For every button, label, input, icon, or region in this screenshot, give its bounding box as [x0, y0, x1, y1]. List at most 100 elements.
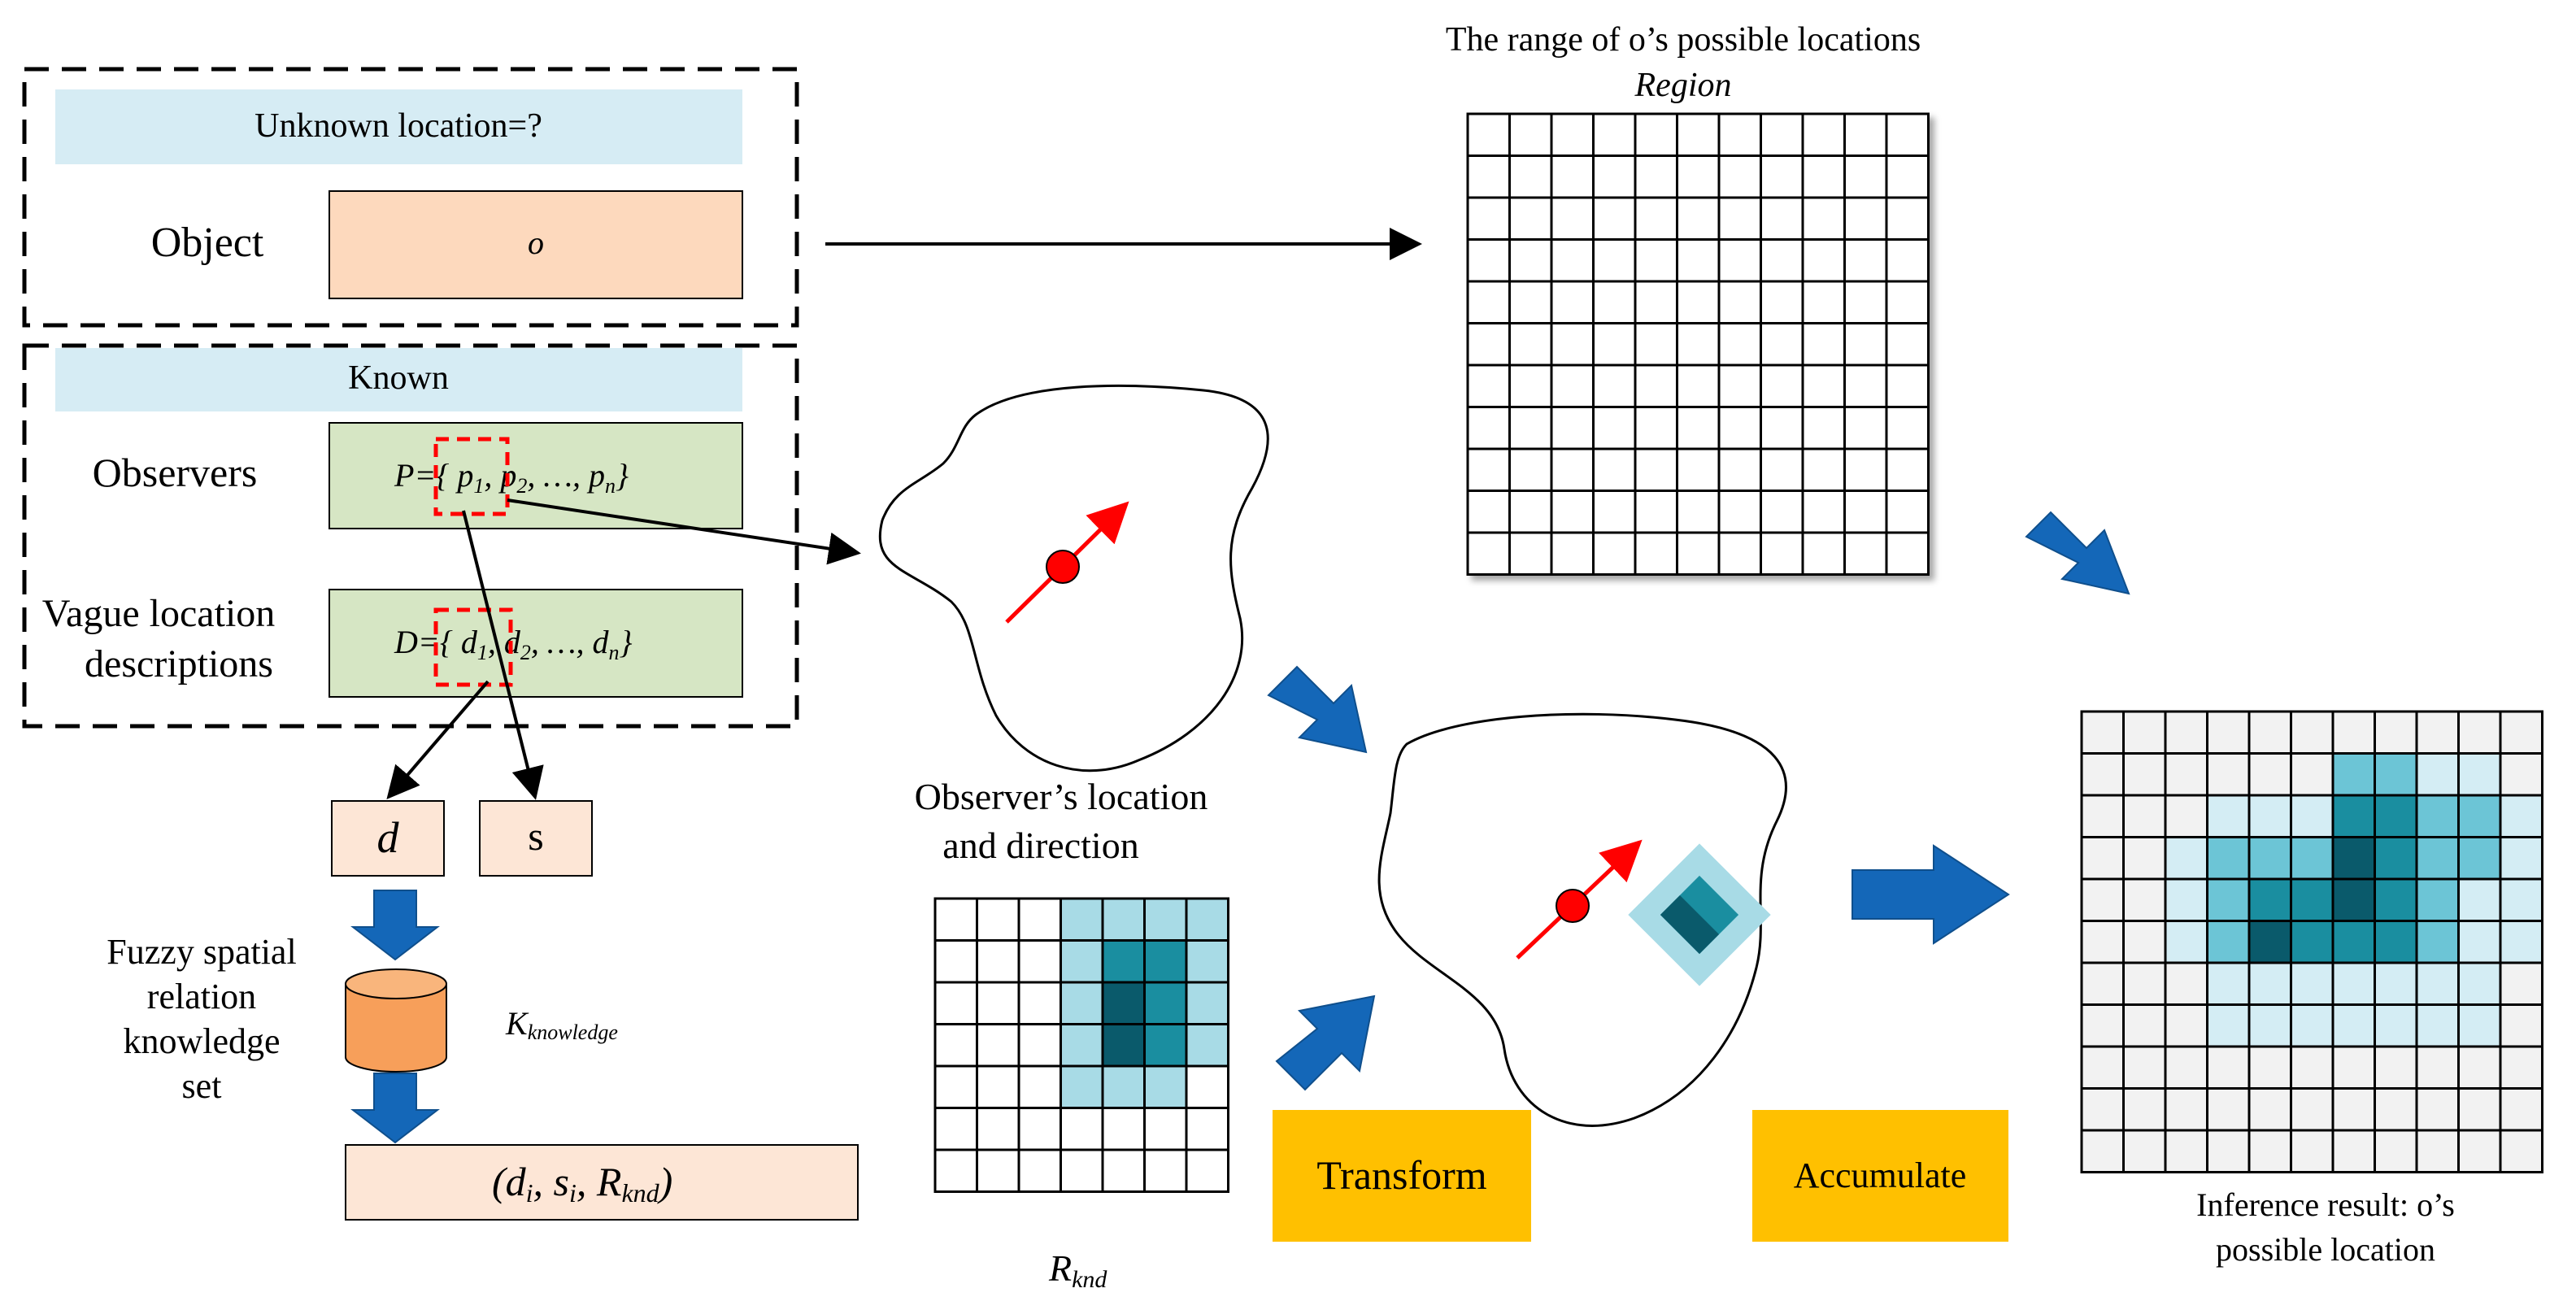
- arrow-d1-to-d: [386, 680, 490, 800]
- result-grid-cell: [2374, 1087, 2418, 1132]
- rknd-grid-cell: [933, 1148, 978, 1193]
- region-grid-cell: [1634, 112, 1678, 157]
- region-grid-cell: [1676, 363, 1721, 408]
- rknd-grid-cell: [976, 939, 1020, 984]
- result-grid-cell: [2206, 836, 2251, 881]
- observer-p1-highlight: [433, 437, 510, 516]
- extract-d-box: [331, 800, 445, 877]
- region-grid-cell: [1550, 238, 1595, 283]
- rknd-grid-cell: [1185, 1107, 1229, 1151]
- known-header-text: Known: [348, 359, 449, 397]
- region-grid-cell: [1592, 363, 1637, 408]
- result-grid-cell: [2374, 920, 2418, 964]
- region-grid-cell: [1592, 280, 1637, 324]
- result-grid-cell: [2206, 752, 2251, 797]
- result-grid-cell: [2457, 920, 2502, 964]
- result-grid-cell: [2164, 877, 2208, 922]
- rknd-grid-cell: [1017, 1148, 1062, 1193]
- result-grid-cell: [2247, 877, 2292, 922]
- result-grid-cell: [2374, 836, 2418, 881]
- region-grid-cell: [1508, 155, 1553, 199]
- region-grid-cell: [1717, 322, 1762, 367]
- blue-arrow-observer-to-transform: [1267, 665, 1368, 754]
- region-grid-cell: [1717, 112, 1762, 157]
- region-grid-cell: [1760, 112, 1804, 157]
- result-grid-cell: [2290, 1129, 2334, 1173]
- result-grid-cell: [2290, 1087, 2334, 1132]
- result-grid-cell: [2415, 1045, 2460, 1090]
- region-grid-cell: [1760, 447, 1804, 492]
- rknd-grid-cell: [1101, 939, 1146, 984]
- result-grid-cell: [2331, 710, 2376, 755]
- result-grid-cell: [2499, 920, 2543, 964]
- region-grid-cell: [1801, 322, 1846, 367]
- region-grid-cell: [1634, 447, 1678, 492]
- region-grid-cell: [1843, 531, 1888, 576]
- region-grid-cell: [1843, 322, 1888, 367]
- result-grid-cell: [2247, 836, 2292, 881]
- region-grid-cell: [1550, 447, 1595, 492]
- region-grid-cell: [1676, 322, 1721, 367]
- region-grid-cell: [1885, 238, 1930, 283]
- region-grid-cell: [1466, 447, 1511, 492]
- region-grid-cell: [1676, 280, 1721, 324]
- result-grid-cell: [2457, 1087, 2502, 1132]
- extract-s-box: [479, 800, 593, 877]
- region-grid-cell: [1550, 406, 1595, 450]
- result-grid-cell: [2206, 1003, 2251, 1048]
- region-grid-cell: [1466, 490, 1511, 534]
- result-grid-cell: [2164, 794, 2208, 838]
- region-grid-cell: [1550, 322, 1595, 367]
- rknd-grid-cell: [976, 1148, 1020, 1193]
- rknd-grid-cell: [1060, 939, 1104, 984]
- region-grid: [1466, 112, 1930, 576]
- region-grid-cell: [1508, 196, 1553, 241]
- result-grid-cell: [2290, 877, 2334, 922]
- knowledge-db-label: Kknowledge: [505, 1005, 618, 1044]
- result-grid-cell: [2247, 752, 2292, 797]
- result-grid-cell: [2080, 836, 2125, 881]
- rknd-grid-cell: [1185, 1148, 1229, 1193]
- rknd-grid-cell: [1143, 939, 1188, 984]
- result-grid-cell: [2290, 961, 2334, 1006]
- region-grid-cell: [1676, 238, 1721, 283]
- rknd-grid-cell: [1017, 897, 1062, 942]
- result-grid-cell: [2331, 752, 2376, 797]
- result-grid-cell: [2374, 961, 2418, 1006]
- region-grid-cell: [1717, 155, 1762, 199]
- result-grid-cell: [2247, 710, 2292, 755]
- tuple-text: (di, si, Rknd): [492, 1159, 672, 1208]
- region-grid-cell: [1760, 531, 1804, 576]
- result-grid-cell: [2331, 1003, 2376, 1048]
- rknd-grid-cell: [1017, 981, 1062, 1025]
- region-grid-cell: [1801, 490, 1846, 534]
- region-grid-cell: [1592, 196, 1637, 241]
- region-grid-cell: [1466, 196, 1511, 241]
- result-grid-cell: [2247, 961, 2292, 1006]
- result-grid-cell: [2415, 1087, 2460, 1132]
- region-grid-cell: [1676, 447, 1721, 492]
- result-grid-cell: [2164, 752, 2208, 797]
- rknd-grid-cell: [933, 1107, 978, 1151]
- result-grid-cell: [2122, 1045, 2167, 1090]
- result-grid-cell: [2247, 920, 2292, 964]
- result-grid-cell: [2499, 836, 2543, 881]
- region-grid-cell: [1760, 280, 1804, 324]
- knowledge-label-line3: knowledge: [123, 1021, 280, 1061]
- blue-arrow-down-2: [350, 1073, 440, 1144]
- region-grid-cell: [1592, 155, 1637, 199]
- region-subtitle: Region: [1634, 67, 1732, 104]
- result-grid-cell: [2206, 710, 2251, 755]
- result-grid-cell: [2080, 920, 2125, 964]
- region-grid-cell: [1801, 238, 1846, 283]
- rknd-grid-cell: [1060, 1148, 1104, 1193]
- result-grid-cell: [2122, 961, 2167, 1006]
- result-grid-cell: [2290, 1003, 2334, 1048]
- region-grid-cell: [1634, 280, 1678, 324]
- result-grid-cell: [2415, 1129, 2460, 1173]
- result-grid-cell: [2290, 1045, 2334, 1090]
- result-grid-cell: [2164, 1003, 2208, 1048]
- region-grid-cell: [1801, 406, 1846, 450]
- region-grid-cell: [1717, 531, 1762, 576]
- observer-point: [1046, 550, 1080, 584]
